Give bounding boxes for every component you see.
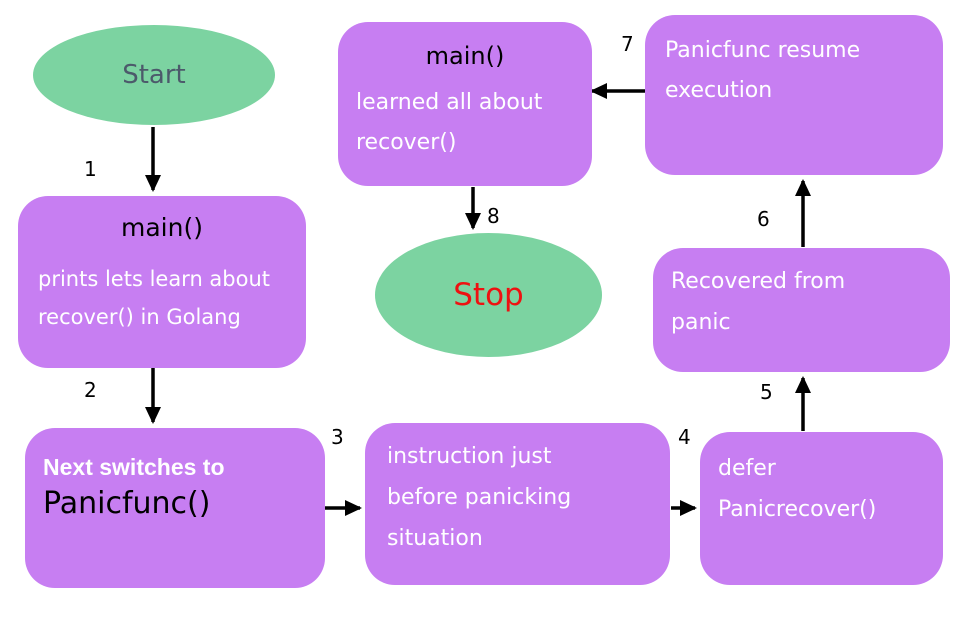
node-defer-body: defer Panicrecover() xyxy=(718,448,943,530)
step-label-4: 4 xyxy=(678,425,691,449)
node-main-learned-body: learned all about recover() xyxy=(356,83,592,163)
body-line: instruction just xyxy=(387,444,552,469)
node-defer-panicrecover: defer Panicrecover() xyxy=(700,432,943,585)
body-line: before panicking xyxy=(387,485,572,510)
body-line: defer xyxy=(718,456,776,481)
body-line: execution xyxy=(665,78,773,103)
node-instruction: instruction just before panicking situat… xyxy=(365,423,670,585)
node-recovered-from-panic: Recovered from panic xyxy=(653,248,950,372)
node-next-switches-intro: Next switches to xyxy=(43,454,225,480)
step-label-3: 3 xyxy=(331,425,344,449)
start-terminal: Start xyxy=(33,25,275,125)
stop-label: Stop xyxy=(453,277,524,313)
node-next-switches-emphasis: Panicfunc() xyxy=(43,486,211,521)
stop-terminal: Stop xyxy=(375,233,602,357)
step-label-5: 5 xyxy=(760,380,773,404)
node-panicfunc-resume: Panicfunc resume execution xyxy=(645,15,943,175)
node-main-learned: main() learned all about recover() xyxy=(338,22,592,186)
body-line: Panicrecover() xyxy=(718,497,877,522)
body-line: panic xyxy=(671,310,731,335)
step-label-6: 6 xyxy=(757,207,770,231)
step-label-8: 8 xyxy=(487,204,500,228)
body-line: situation xyxy=(387,526,483,551)
body-line: Recovered from xyxy=(671,269,846,294)
step-label-1: 1 xyxy=(84,157,97,181)
body-line: prints lets learn about xyxy=(38,267,271,291)
node-main-learned-title: main() xyxy=(425,42,505,70)
node-main-prints-body: prints lets learn about recover() in Gol… xyxy=(38,260,306,336)
node-main-prints: main() prints lets learn about recover()… xyxy=(18,196,306,368)
body-line: learned all about xyxy=(356,90,543,115)
node-instruction-body: instruction just before panicking situat… xyxy=(387,436,670,559)
step-label-2: 2 xyxy=(84,378,97,402)
node-recovered-body: Recovered from panic xyxy=(671,261,950,343)
body-line: recover() in Golang xyxy=(38,305,241,329)
body-line: recover() xyxy=(356,130,457,155)
node-main-prints-title: main() xyxy=(121,213,203,242)
start-label: Start xyxy=(122,60,186,90)
body-line: Panicfunc resume xyxy=(665,38,861,63)
step-label-7: 7 xyxy=(621,32,634,56)
node-resume-body: Panicfunc resume execution xyxy=(665,31,943,111)
node-next-switches: Next switches to Panicfunc() xyxy=(25,428,325,588)
